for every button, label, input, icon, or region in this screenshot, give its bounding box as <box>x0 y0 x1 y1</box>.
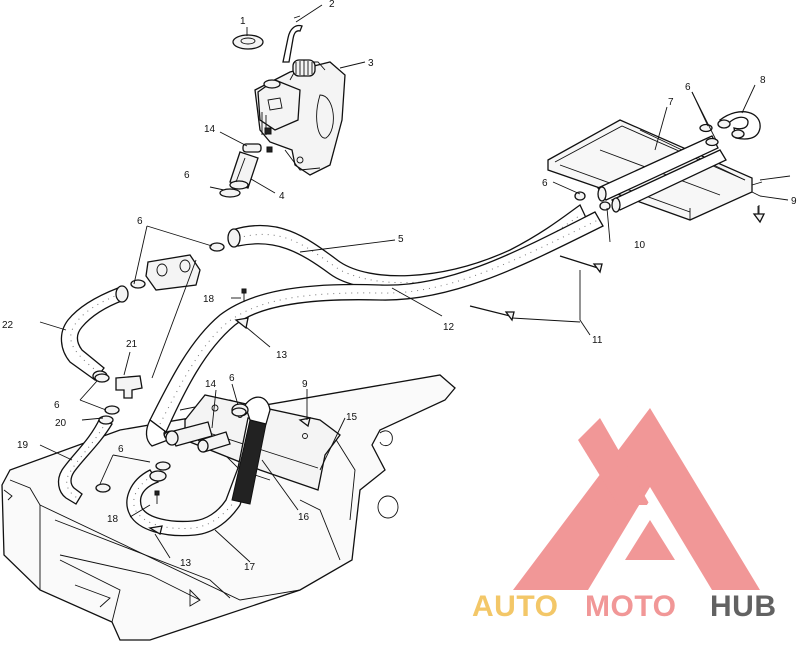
callout-14a: 14 <box>204 124 216 135</box>
logo-text-hub: HUB <box>710 590 777 623</box>
callout-13a: 13 <box>276 350 288 361</box>
bolt-right <box>752 205 766 224</box>
logo-text-moto: MOTO <box>585 590 676 623</box>
callout-13b: 13 <box>180 558 192 569</box>
logo-triangle-left <box>578 418 650 505</box>
hose-19 <box>57 415 114 505</box>
callout-17: 17 <box>244 562 256 573</box>
callout-6b: 6 <box>137 216 143 227</box>
callout-10: 10 <box>634 240 646 251</box>
reservoir-hose <box>219 143 262 198</box>
callout-1: 1 <box>240 16 246 27</box>
bracket-fittings <box>165 417 311 453</box>
callout-18b: 18 <box>107 514 119 525</box>
callout-21: 21 <box>126 339 138 350</box>
callout-20: 20 <box>55 418 67 429</box>
callout-labels: 1 2 3 4 5 6 6 6 6 6 6 6 7 8 9 9 10 11 12… <box>2 0 797 573</box>
callout-6f: 6 <box>118 444 124 455</box>
hose-22 <box>60 285 129 382</box>
callout-19: 19 <box>17 440 29 451</box>
callout-6d: 6 <box>542 178 548 189</box>
callout-9b: 9 <box>302 379 308 390</box>
u-bend-fitting <box>699 111 761 147</box>
callout-6a: 6 <box>184 170 190 181</box>
callout-16: 16 <box>298 512 310 523</box>
callout-18a: 18 <box>203 294 215 305</box>
logo-text-auto: AUTO <box>472 590 558 623</box>
leader-lines <box>39 4 759 563</box>
callout-6e: 6 <box>54 400 60 411</box>
radiator-tubes <box>597 135 727 213</box>
callout-12: 12 <box>443 322 455 333</box>
callout-6g: 6 <box>229 373 235 384</box>
watermark-logo: AUTO MOTO HUB <box>472 408 777 623</box>
callout-8: 8 <box>760 75 766 86</box>
tee-fitting <box>115 375 143 399</box>
callout-6c: 6 <box>685 82 691 93</box>
callout-22: 22 <box>2 320 14 331</box>
coolant-reservoir <box>254 59 346 176</box>
callout-11: 11 <box>592 335 603 346</box>
callout-4: 4 <box>279 191 285 202</box>
callout-9a: 9 <box>791 196 797 207</box>
reservoir-cap <box>232 34 264 50</box>
hose-supports <box>148 288 249 536</box>
callout-15: 15 <box>346 412 358 423</box>
callout-2: 2 <box>329 0 335 10</box>
overflow-tube <box>282 15 303 63</box>
coupler-block <box>145 254 201 291</box>
callout-5: 5 <box>398 234 404 245</box>
callout-7: 7 <box>668 97 674 108</box>
callout-14b: 14 <box>205 379 217 390</box>
logo-triangle-core <box>625 520 675 560</box>
callout-3: 3 <box>368 58 374 69</box>
